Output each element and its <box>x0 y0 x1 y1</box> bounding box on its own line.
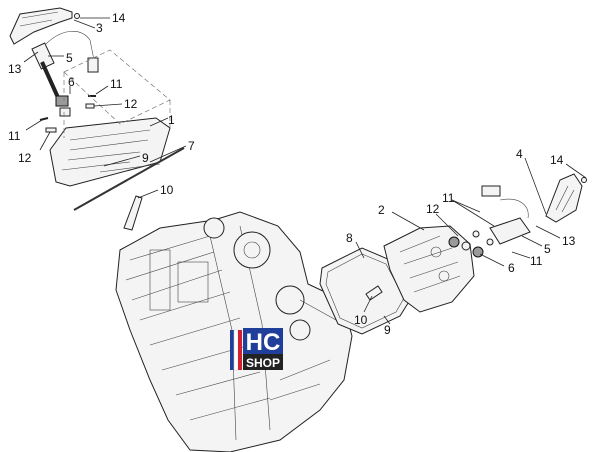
callout-label: 6 <box>68 75 75 89</box>
callout-label: 11 <box>442 191 455 205</box>
ignition-coil-part <box>31 42 55 70</box>
right-ignition-coil-part <box>489 217 531 245</box>
callout-label: 5 <box>544 242 551 256</box>
callout-label: 1 <box>168 113 175 127</box>
logo-text-shop: SHOP <box>246 356 280 370</box>
callout-label: 8 <box>346 231 353 245</box>
callout-label: 3 <box>96 21 103 35</box>
callout-label: 12 <box>18 151 32 165</box>
callout-label: 2 <box>378 203 385 217</box>
cover-trim-part <box>9 7 73 45</box>
callout-label: 9 <box>142 151 149 165</box>
bolt-part <box>74 13 80 19</box>
callout-label: 13 <box>562 234 576 248</box>
leader-lines <box>23 17 587 325</box>
head-cover-part <box>49 117 171 187</box>
callout-label: 11 <box>8 129 21 143</box>
callout-labels: 14 3 13 5 6 11 11 12 12 1 9 7 10 4 14 11… <box>8 11 576 337</box>
callout-label: 11 <box>110 77 123 91</box>
right-head-cover-part <box>383 225 475 313</box>
callout-label: 14 <box>112 11 126 25</box>
left-cover-assembly <box>9 7 185 231</box>
callout-label: 12 <box>426 202 440 216</box>
callout-label: 13 <box>8 62 22 76</box>
callout-label: 7 <box>188 139 195 153</box>
callout-label: 11 <box>530 254 543 268</box>
right-cover-assembly <box>319 173 587 335</box>
seal-part <box>55 95 69 107</box>
callout-label: 5 <box>66 51 73 65</box>
spark-plug-part <box>123 195 143 231</box>
callout-label: 4 <box>516 147 523 161</box>
callout-label: 10 <box>354 313 368 327</box>
callout-label: 10 <box>160 183 174 197</box>
right-trim-part <box>545 173 583 223</box>
callout-label: 6 <box>508 261 515 275</box>
gasket-part <box>319 247 411 335</box>
logo-text-hc: HC <box>246 329 281 356</box>
callout-label: 12 <box>124 97 138 111</box>
hc-shop-logo: HC SHOP <box>230 328 283 371</box>
callout-label: 14 <box>550 153 564 167</box>
callout-label: 9 <box>384 323 391 337</box>
